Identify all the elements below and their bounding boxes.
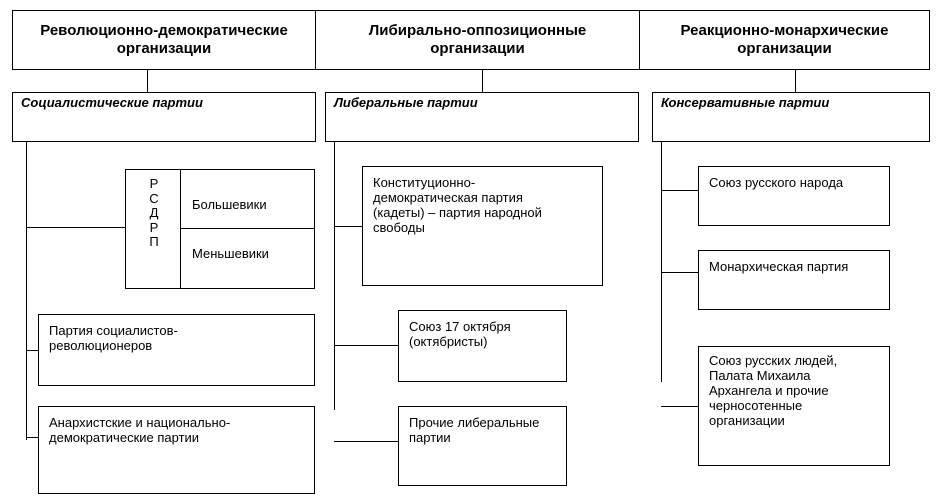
party-socialist-revolutionaries: Партия социалистов-революционеров bbox=[38, 314, 315, 386]
faction-bolsheviks: Большевики bbox=[192, 197, 267, 212]
category-conservative-label: Консервативные партии bbox=[661, 95, 830, 110]
faction-mensheviks: Меньшевики bbox=[192, 246, 269, 261]
category-socialist: Социалистические партии bbox=[12, 92, 316, 142]
connector-monarchist bbox=[661, 272, 698, 273]
rsdrp-divider-horizontal bbox=[180, 228, 314, 229]
party-anarchist-national: Анархистские и национально-демократическ… bbox=[38, 406, 315, 494]
rsdrp-letters: Р С Д Р П bbox=[147, 176, 161, 250]
party-union-russian-people: Союз русского народа bbox=[698, 166, 890, 226]
header-liberal-opposition-label: Либирально-оппозиционные организации bbox=[368, 22, 587, 57]
connector-sr bbox=[26, 350, 38, 351]
rsdrp-divider-vertical bbox=[180, 170, 181, 288]
party-octobrists: Союз 17 октября (октябристы) bbox=[398, 310, 567, 382]
connector-union-russian-people bbox=[661, 190, 698, 191]
rsdrp-letter: Д bbox=[149, 205, 159, 220]
category-liberal-label: Либеральные партии bbox=[334, 95, 478, 110]
connector-header-3 bbox=[795, 70, 796, 93]
connector-header-2 bbox=[482, 70, 483, 93]
party-black-hundreds: Союз русских людей, Палата Михаила Архан… bbox=[698, 346, 890, 466]
liberal-trunk bbox=[334, 142, 335, 410]
party-kadets: Конституционно-демократическая партия (к… bbox=[362, 166, 603, 286]
header-reactionary: Реакционно-монархические организации bbox=[639, 10, 930, 70]
header-liberal-opposition: Либирально-оппозиционные организации bbox=[315, 10, 640, 70]
connector-kadets bbox=[334, 226, 362, 227]
category-socialist-label: Социалистические партии bbox=[21, 95, 203, 110]
connector-other-liberal bbox=[334, 441, 398, 442]
party-kadets-label: Конституционно-демократическая партия (к… bbox=[373, 175, 542, 235]
rsdrp-letter: Р bbox=[149, 176, 159, 191]
party-other-liberal: Прочие либеральные партии bbox=[398, 406, 567, 486]
conservative-trunk bbox=[661, 142, 662, 382]
header-revolutionary-label: Революционно-демократические организации bbox=[40, 22, 288, 57]
rsdrp-box: Р С Д Р П Большевики Меньшевики bbox=[125, 169, 315, 289]
party-monarchist: Монархическая партия bbox=[698, 250, 890, 310]
party-anarchist-national-label: Анархистские и национально-демократическ… bbox=[49, 415, 231, 445]
party-socialist-revolutionaries-label: Партия социалистов-революционеров bbox=[49, 323, 178, 353]
party-monarchist-label: Монархическая партия bbox=[709, 259, 849, 274]
party-union-russian-people-label: Союз русского народа bbox=[709, 175, 844, 190]
connector-octobrists bbox=[334, 345, 398, 346]
rsdrp-letter: П bbox=[149, 234, 159, 249]
header-revolutionary: Революционно-демократические организации bbox=[12, 10, 316, 70]
party-other-liberal-label: Прочие либеральные партии bbox=[409, 415, 540, 445]
connector-black-hundreds bbox=[661, 406, 698, 407]
connector-header-1 bbox=[147, 70, 148, 93]
socialist-trunk bbox=[26, 142, 27, 440]
connector-rsdrp bbox=[26, 227, 126, 228]
rsdrp-letter: Р bbox=[149, 219, 159, 235]
connector-anarchist bbox=[26, 437, 38, 438]
category-liberal: Либеральные партии bbox=[325, 92, 639, 142]
rsdrp-letter: С bbox=[149, 190, 159, 206]
party-octobrists-label: Союз 17 октября (октябристы) bbox=[409, 319, 511, 349]
header-reactionary-label: Реакционно-монархические организации bbox=[680, 22, 889, 57]
party-black-hundreds-label: Союз русских людей, Палата Михаила Архан… bbox=[709, 353, 838, 428]
category-conservative: Консервативные партии bbox=[652, 92, 930, 142]
